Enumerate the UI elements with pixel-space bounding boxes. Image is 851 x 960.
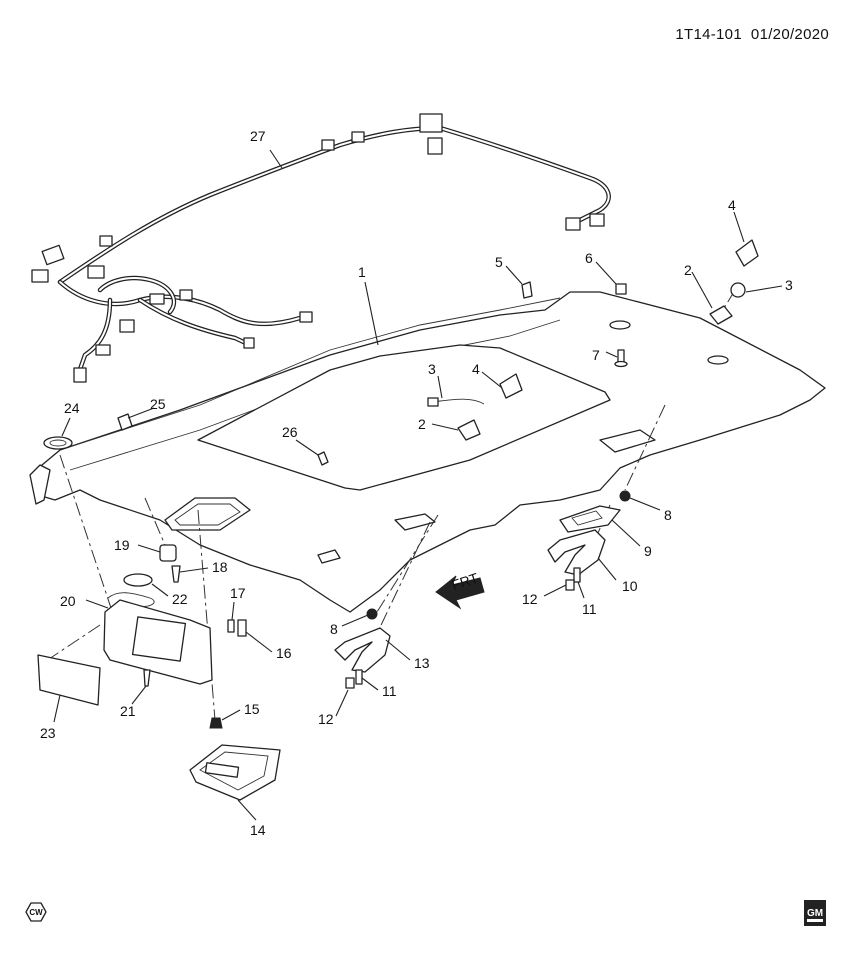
overhead-console — [189, 744, 281, 801]
callout-15: 15 — [244, 701, 260, 717]
callout-4-mid: 4 — [472, 361, 480, 377]
callout-25: 25 — [150, 396, 166, 412]
grab-handle-bracket-mid — [499, 373, 523, 399]
callout-26: 26 — [282, 424, 298, 440]
gm-logo-text: GM — [807, 908, 823, 919]
plug-right — [619, 490, 631, 502]
callout-22: 22 — [172, 591, 188, 607]
clip-mid — [457, 419, 481, 441]
callout-12-left: 12 — [318, 711, 334, 727]
callout-5: 5 — [495, 254, 503, 270]
callout-11-left: 11 — [382, 683, 397, 699]
grab-handle-left — [334, 627, 391, 673]
fastener-7 — [617, 349, 625, 363]
callout-13: 13 — [414, 655, 430, 671]
callout-21: 21 — [120, 703, 136, 719]
plug-left — [366, 608, 378, 620]
callout-10: 10 — [622, 578, 638, 594]
cw-badge: CW — [25, 902, 47, 922]
callout-17: 17 — [230, 585, 246, 601]
callout-20: 20 — [60, 593, 76, 609]
callout-7: 7 — [592, 347, 600, 363]
callout-19: 19 — [114, 537, 130, 553]
callout-6: 6 — [585, 250, 593, 266]
bezel-upper — [730, 282, 746, 298]
callout-2-upper: 2 — [684, 262, 692, 278]
cw-label: CW — [29, 908, 43, 917]
grab-handle-right — [547, 529, 606, 576]
clip-upper — [709, 305, 733, 325]
escutcheon-ring — [43, 436, 73, 450]
sunshade — [103, 592, 213, 685]
callout-12-right: 12 — [522, 591, 538, 607]
cap-left — [345, 677, 355, 689]
clip-16 — [237, 619, 247, 637]
grab-handle-bracket-upper — [735, 239, 759, 267]
screw-21 — [143, 669, 151, 687]
gm-logo: GM — [804, 900, 826, 926]
callout-11-right: 11 — [582, 601, 597, 617]
callout-24: 24 — [64, 400, 80, 416]
bezel-right — [559, 505, 621, 533]
callout-9: 9 — [644, 543, 652, 559]
callout-8-left: 8 — [330, 621, 338, 637]
document-number: 1T14-101 — [675, 26, 742, 43]
callout-4-upper: 4 — [728, 197, 736, 213]
wiring-harness — [31, 113, 611, 383]
callout-2-mid: 2 — [418, 416, 426, 432]
sunshade-cover — [123, 573, 153, 587]
callout-14: 14 — [250, 822, 266, 838]
callout-numbers: 27 1 5 6 4 2 3 7 3 4 2 24 25 26 8 9 10 1… — [40, 128, 793, 838]
document-date: 01/20/2020 — [750, 26, 829, 43]
clip-6 — [615, 283, 627, 295]
screw-18 — [171, 565, 181, 583]
nut-15 — [209, 717, 223, 729]
clip-5 — [521, 281, 533, 299]
callout-1: 1 — [358, 264, 366, 280]
document-id: 1T14-101 01/20/2020 — [675, 26, 829, 43]
clip-26 — [317, 451, 329, 466]
callout-27: 27 — [250, 128, 266, 144]
callout-8-right: 8 — [664, 507, 672, 523]
callout-16: 16 — [276, 645, 292, 661]
fastener-left — [355, 669, 363, 685]
callout-18: 18 — [212, 559, 228, 575]
callout-3-mid: 3 — [428, 361, 436, 377]
clip-17 — [227, 619, 235, 633]
sunshade-support — [159, 544, 177, 562]
warning-label — [37, 654, 101, 706]
callout-23: 23 — [40, 725, 56, 741]
front-direction-arrow: FRT — [435, 569, 485, 610]
callout-3-upper: 3 — [785, 277, 793, 293]
callout-leaders — [53, 149, 783, 821]
fastener-right — [573, 567, 581, 583]
headliner-panel — [29, 291, 826, 613]
cap-right — [565, 579, 575, 591]
